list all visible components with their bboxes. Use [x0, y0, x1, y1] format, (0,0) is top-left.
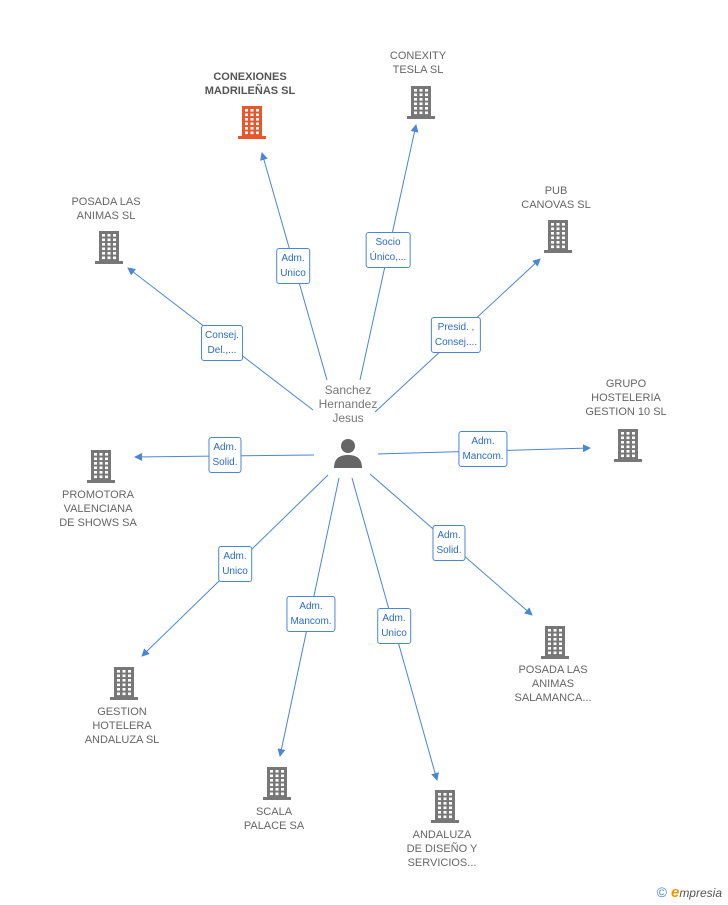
center-person-label[interactable]: Sanchez Hernandez Jesus: [318, 383, 378, 425]
building-icon[interactable]: [403, 84, 439, 120]
edge-label-conexity[interactable]: Socio Único,...: [365, 232, 411, 268]
edge-label-scala[interactable]: Adm. Mancom.: [286, 596, 336, 632]
building-icon[interactable]: [427, 788, 463, 824]
company-label[interactable]: GESTION HOTELERA ANDALUZA SL: [84, 706, 160, 746]
company-label[interactable]: POSADA LAS ANIMAS SL: [71, 196, 141, 222]
edge-label-gestion_hotelera[interactable]: Adm. Unico: [218, 546, 252, 582]
building-icon[interactable]: [106, 665, 142, 701]
company-label[interactable]: CONEXITY TESLA SL: [389, 50, 447, 76]
building-icon[interactable]: [610, 427, 646, 463]
building-icon[interactable]: [537, 624, 573, 660]
company-label[interactable]: POSADA LAS ANIMAS SALAMANCA...: [514, 664, 592, 704]
footer-brand: ©empresia: [657, 884, 722, 901]
brand-initial: e: [670, 884, 680, 901]
building-icon[interactable]: [234, 104, 270, 140]
edge-label-pub_canovas[interactable]: Presid. , Consej....: [430, 317, 482, 353]
brand-name: mpresia: [679, 886, 722, 900]
person-icon[interactable]: [331, 436, 365, 470]
edge-label-posada_salamanca[interactable]: Adm. Solid.: [432, 525, 466, 561]
building-icon[interactable]: [83, 448, 119, 484]
company-label[interactable]: SCALA PALACE SA: [243, 806, 305, 832]
edge-label-posada_animas[interactable]: Consej. Del.,...: [201, 325, 243, 361]
company-label[interactable]: PUB CANOVAS SL: [521, 185, 591, 211]
edge-label-promotora[interactable]: Adm. Solid.: [208, 437, 242, 473]
copyright-symbol: ©: [656, 884, 667, 900]
edge-label-conexiones[interactable]: Adm. Unico: [276, 248, 310, 284]
company-label[interactable]: ANDALUZA DE DISEÑO Y SERVICIOS...: [406, 829, 478, 869]
company-label[interactable]: GRUPO HOSTELERIA GESTION 10 SL: [585, 378, 667, 418]
building-icon[interactable]: [540, 218, 576, 254]
edge-label-grupo_hosteleria[interactable]: Adm. Mancom.: [458, 431, 508, 467]
building-icon[interactable]: [259, 765, 295, 801]
edge-label-andaluza_diseno[interactable]: Adm. Unico: [377, 608, 411, 644]
company-label[interactable]: PROMOTORA VALENCIANA DE SHOWS SA: [59, 489, 137, 529]
building-icon[interactable]: [91, 229, 127, 265]
company-label[interactable]: CONEXIONES MADRILEÑAS SL: [204, 71, 296, 97]
